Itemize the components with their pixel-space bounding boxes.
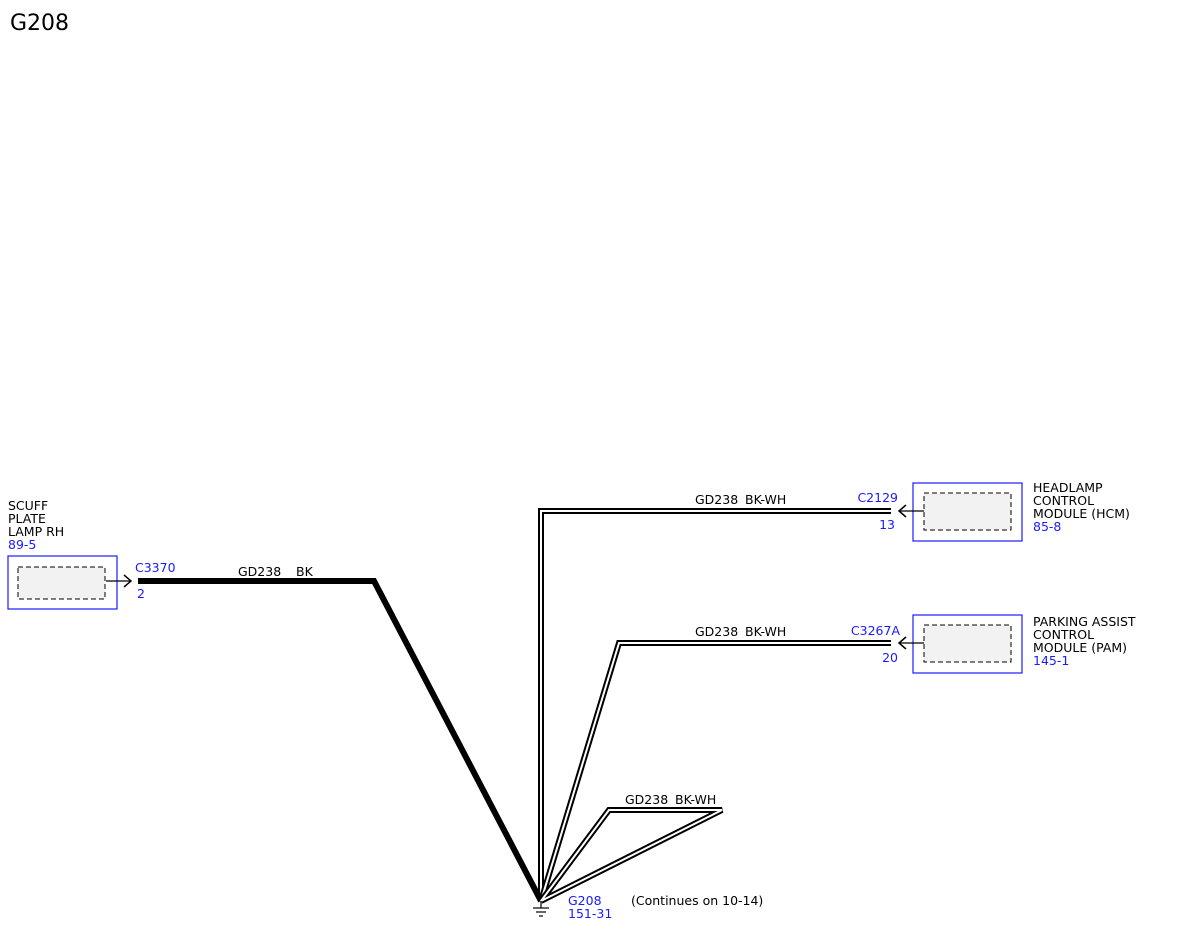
component-headlamp-control-module[interactable]: HEADLAMP CONTROL MODULE (HCM) 85-8 C2129… [857, 480, 1130, 542]
component-inner-box [17, 566, 106, 600]
component-name-line: CONTROL [1033, 493, 1094, 508]
wire-hcm-bk-wh[interactable] [538, 508, 891, 901]
component-page-ref[interactable]: 145-1 [1033, 653, 1069, 668]
component-parking-assist-module[interactable]: PARKING ASSIST CONTROL MODULE (PAM) 145-… [851, 614, 1136, 674]
connector-pin: 2 [137, 586, 145, 601]
component-name-line: MODULE (HCM) [1033, 506, 1130, 521]
component-name-line: HEADLAMP [1033, 480, 1103, 495]
ground-id[interactable]: G208 [568, 893, 602, 908]
continuation-note: (Continues on 10-14) [631, 893, 763, 908]
connector-arrow-icon [897, 636, 907, 650]
component-inner-box [923, 624, 1012, 663]
component-name-line: CONTROL [1033, 627, 1094, 642]
wire-circuit-label: GD238 [695, 624, 738, 639]
wire-pam-bk-wh[interactable] [538, 640, 891, 902]
component-scuff-plate-lamp[interactable]: SCUFF PLATE LAMP RH 89-5 C3370 2 [7, 498, 176, 610]
connector-pin: 13 [879, 517, 895, 532]
connector-arrow-icon [897, 504, 907, 518]
wire-circuit-label: GD238 [625, 792, 668, 807]
ground-symbol-icon [533, 901, 549, 917]
connector-id[interactable]: C3267A [851, 623, 901, 638]
ground-page-ref[interactable]: 151-31 [568, 906, 612, 921]
component-name-line: PARKING ASSIST [1033, 614, 1136, 629]
wire-color-label: BK-WH [675, 792, 716, 807]
wire-color-label: BK-WH [745, 624, 786, 639]
component-inner-box [923, 492, 1012, 531]
wire-color-label: BK [296, 564, 314, 579]
component-page-ref[interactable]: 85-8 [1033, 519, 1061, 534]
wire-circuit-label: GD238 [238, 564, 281, 579]
component-name-line: LAMP RH [8, 524, 64, 539]
connector-arrow-icon [123, 574, 133, 588]
component-name-line: SCUFF [8, 498, 48, 513]
page-title: G208 [10, 11, 69, 36]
connector-id[interactable]: C2129 [857, 490, 898, 505]
wire-continuation-bk-wh[interactable] [538, 807, 724, 904]
connector-id[interactable]: C3370 [135, 560, 176, 575]
connector-pin: 20 [882, 650, 898, 665]
wire-circuit-label: GD238 [695, 492, 738, 507]
component-name-line: MODULE (PAM) [1033, 640, 1127, 655]
component-name-line: PLATE [8, 511, 46, 526]
wire-color-label: BK-WH [745, 492, 786, 507]
component-page-ref[interactable]: 89-5 [8, 537, 36, 552]
wire-scuff-bk[interactable] [138, 578, 544, 903]
